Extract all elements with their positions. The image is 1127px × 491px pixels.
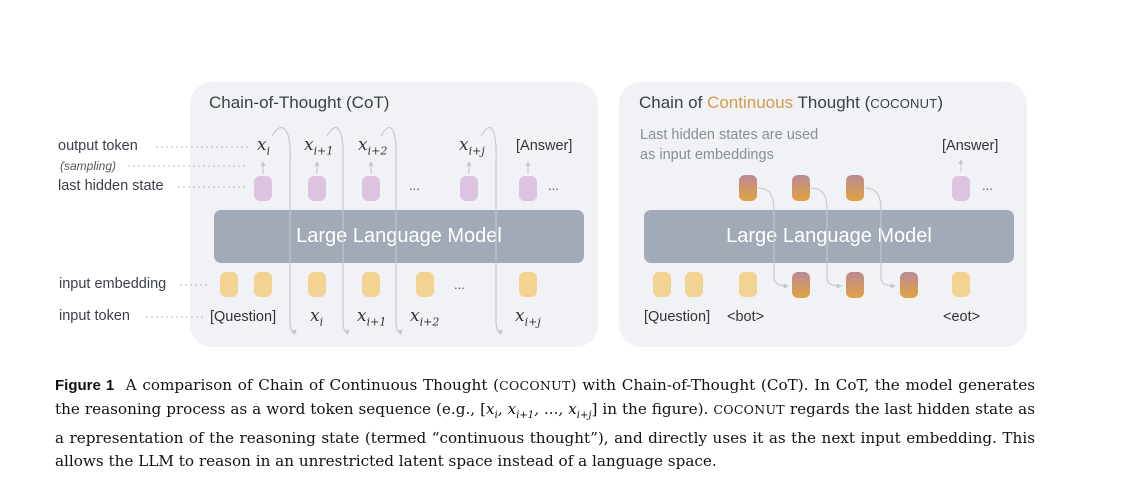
figure-label: Figure 1 bbox=[55, 377, 115, 394]
label-output-token: output token bbox=[58, 138, 138, 154]
cot-title: Chain-of-Thought (CoT) bbox=[209, 93, 390, 112]
coconut-eot-token: <eot> bbox=[943, 309, 981, 325]
cot-answer-ellipsis: ... bbox=[548, 178, 559, 193]
coconut-note: Last hidden states are used as input embe… bbox=[640, 125, 860, 165]
cot-answer-token: [Answer] bbox=[516, 138, 573, 154]
caption-part-1: A comparison of Chain of Continuous Thou… bbox=[125, 376, 500, 394]
cot-question-token: [Question] bbox=[210, 309, 277, 325]
caption-part-4: regards the last hidden state as a repre… bbox=[55, 399, 1035, 470]
cot-input-token-4: xi+j bbox=[515, 306, 541, 329]
coconut-answer-ellipsis: ... bbox=[982, 178, 993, 193]
coconut-llm-box: Large Language Model bbox=[644, 210, 1014, 263]
label-last-hidden-state: last hidden state bbox=[58, 178, 164, 194]
caption-math-sequence: xi, xi+1, ..., xi+j bbox=[486, 399, 592, 421]
label-input-token: input token bbox=[59, 308, 130, 324]
figure-caption: Figure 1 A comparison of Chain of Contin… bbox=[55, 374, 1035, 472]
coconut-note-line-1: Last hidden states are used bbox=[640, 127, 819, 143]
caption-part-3: ] in the figure). bbox=[591, 399, 714, 418]
coconut-title-suffix: Thought ( bbox=[793, 93, 871, 112]
cot-input-token-1: xi bbox=[310, 306, 324, 329]
coconut-question-token: [Question] bbox=[644, 309, 711, 325]
coconut-answer-token: [Answer] bbox=[942, 138, 999, 154]
coconut-title-prefix: Chain of bbox=[639, 93, 708, 112]
coconut-note-line-2: as input embeddings bbox=[640, 147, 774, 163]
cot-input-token-2: xi+1 bbox=[357, 306, 387, 329]
cot-input-token-3: xi+2 bbox=[410, 306, 440, 329]
cot-hidden-ellipsis: ... bbox=[409, 178, 420, 193]
cot-output-token-1: xi bbox=[257, 135, 271, 158]
coconut-title-accent: Continuous bbox=[707, 93, 794, 112]
caption-coconut-2: Coconut bbox=[713, 401, 785, 417]
coconut-bot-token: <bot> bbox=[727, 309, 765, 325]
cot-output-token-2: xi+1 bbox=[304, 135, 334, 158]
coconut-title: Chain of Continuous Thought (COCONUT) bbox=[639, 93, 943, 113]
caption-coconut-1: Coconut bbox=[499, 378, 571, 393]
coconut-title-end: ) bbox=[937, 93, 944, 112]
label-sampling: (sampling) bbox=[60, 159, 117, 173]
coconut-title-smallcaps: COCONUT bbox=[870, 96, 938, 111]
label-input-embedding: input embedding bbox=[59, 276, 167, 292]
caption-part-2: ) with Chain-of-Thought (CoT). In CoT, t… bbox=[55, 376, 1035, 418]
cot-output-token-4: xi+j bbox=[459, 135, 485, 158]
cot-embedding-ellipsis: ... bbox=[454, 277, 465, 292]
cot-output-token-3: xi+2 bbox=[358, 135, 388, 158]
cot-llm-box: Large Language Model bbox=[214, 210, 584, 263]
